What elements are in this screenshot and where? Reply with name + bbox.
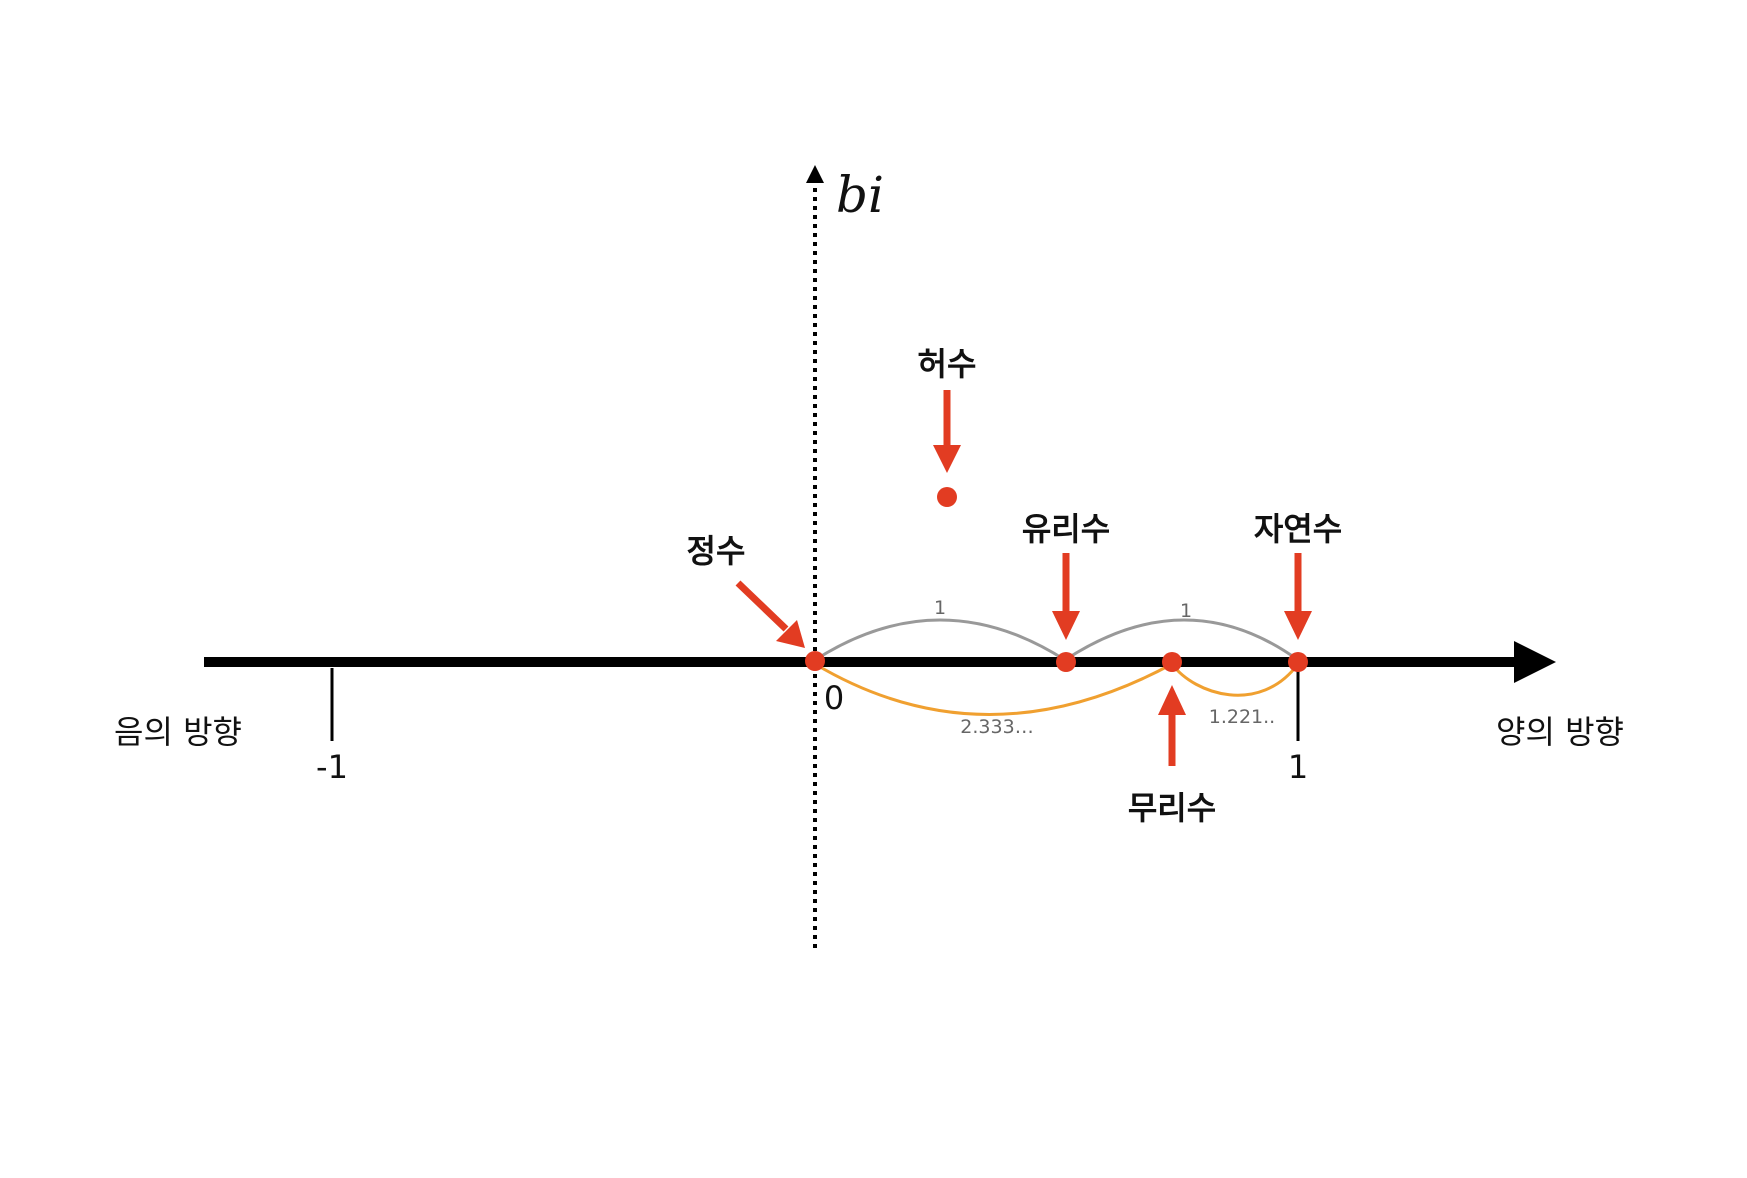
point-imaginary bbox=[937, 487, 957, 507]
term-rational: 유리수 bbox=[1022, 510, 1110, 548]
orange-arc-long bbox=[814, 662, 1173, 716]
gray-arc-first-label: 1 bbox=[934, 597, 946, 619]
arrow-rational-head bbox=[1052, 611, 1080, 640]
term-integer: 정수 bbox=[687, 532, 746, 570]
orange-arc-short bbox=[1170, 663, 1300, 697]
arrow-natural-head bbox=[1284, 611, 1312, 640]
real-axis-arrowhead bbox=[1514, 641, 1556, 683]
tick-label-one: 1 bbox=[1288, 748, 1308, 786]
gray-arc-second-label: 1 bbox=[1180, 600, 1192, 622]
arrow-integer-head bbox=[776, 620, 805, 648]
tick-label-zero: 0 bbox=[824, 679, 844, 717]
orange-arc-long-label: 2.333… bbox=[960, 716, 1033, 738]
tick-label-neg-one: -1 bbox=[316, 748, 348, 786]
arrow-imaginary-head bbox=[933, 445, 961, 473]
imaginary-axis-label: bi bbox=[836, 166, 884, 224]
arrow-integer-shaft bbox=[735, 580, 789, 632]
arrow-irrational-head bbox=[1158, 685, 1186, 715]
orange-arc-short-label: 1.221.. bbox=[1209, 706, 1275, 728]
imaginary-axis-arrowhead bbox=[806, 165, 824, 183]
gray-arc-first bbox=[814, 618, 1066, 662]
point-irrational bbox=[1162, 652, 1182, 672]
term-irrational: 무리수 bbox=[1128, 789, 1216, 827]
gray-arc-second bbox=[1064, 618, 1299, 662]
point-natural bbox=[1288, 652, 1308, 672]
point-zero bbox=[805, 651, 825, 671]
point-rational bbox=[1056, 652, 1076, 672]
term-imaginary: 허수 bbox=[918, 345, 977, 383]
term-natural: 자연수 bbox=[1254, 510, 1342, 548]
negative-direction-label: 음의 방향 bbox=[114, 713, 242, 751]
positive-direction-label: 양의 방향 bbox=[1496, 713, 1624, 751]
